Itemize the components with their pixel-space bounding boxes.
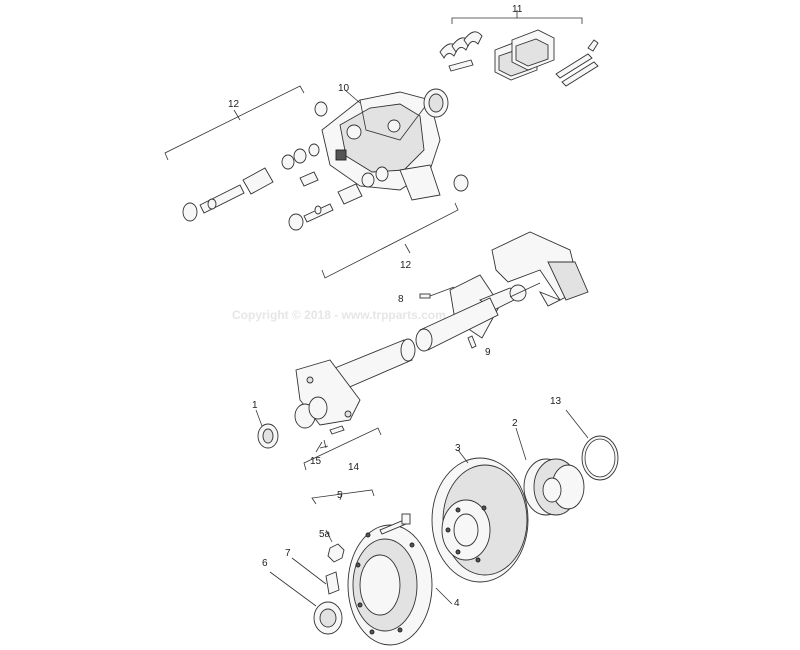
brake-pads [494, 29, 555, 81]
callout-3: 3 [455, 443, 461, 454]
wheel-nut [327, 543, 345, 563]
caliper-carrier-bracket [491, 231, 589, 307]
callout-5a: 5a [319, 529, 331, 540]
callout-4: 4 [454, 598, 460, 609]
hub-flange-assembly [347, 524, 453, 646]
callout-5: 5 [337, 490, 343, 501]
hub-cap-and-bolt [269, 557, 343, 635]
hub-cap-bolt [325, 571, 340, 595]
brake-disc [431, 449, 529, 583]
lower-axle-mount [294, 338, 416, 449]
callout-12-top: 12 [228, 99, 240, 110]
callout-12-bottom: 12 [400, 260, 412, 271]
caliper-bracket-lug [399, 164, 441, 201]
callout-13: 13 [550, 396, 562, 407]
caliper-adjuster [335, 149, 347, 161]
o-ring [565, 409, 619, 481]
callout-15: 15 [310, 456, 322, 467]
mounting-bolt [419, 293, 431, 299]
axle-spindle-assembly [415, 274, 541, 352]
callout-8: 8 [398, 294, 404, 305]
hub-seal [255, 409, 279, 449]
brake-pad-kit [439, 10, 599, 87]
pin [467, 335, 477, 349]
wheel-stud-kit [311, 489, 411, 563]
callout-7: 7 [285, 548, 291, 559]
callout-9: 9 [485, 347, 491, 358]
callout-1: 1 [252, 400, 258, 411]
copyright-watermark: Copyright © 2018 - www.trpparts.com [232, 308, 446, 322]
wheel-hub [515, 427, 585, 516]
callout-14: 14 [348, 462, 360, 473]
callout-6: 6 [262, 558, 268, 569]
callout-2: 2 [512, 418, 518, 429]
guide-pin-kit [164, 85, 459, 279]
callout-10: 10 [338, 83, 350, 94]
callout-11: 11 [512, 4, 523, 15]
pad-retaining-clips [439, 31, 483, 72]
pad-retainer-bar [555, 39, 599, 87]
brake-caliper [314, 88, 469, 201]
group-14-bracket [303, 427, 382, 471]
